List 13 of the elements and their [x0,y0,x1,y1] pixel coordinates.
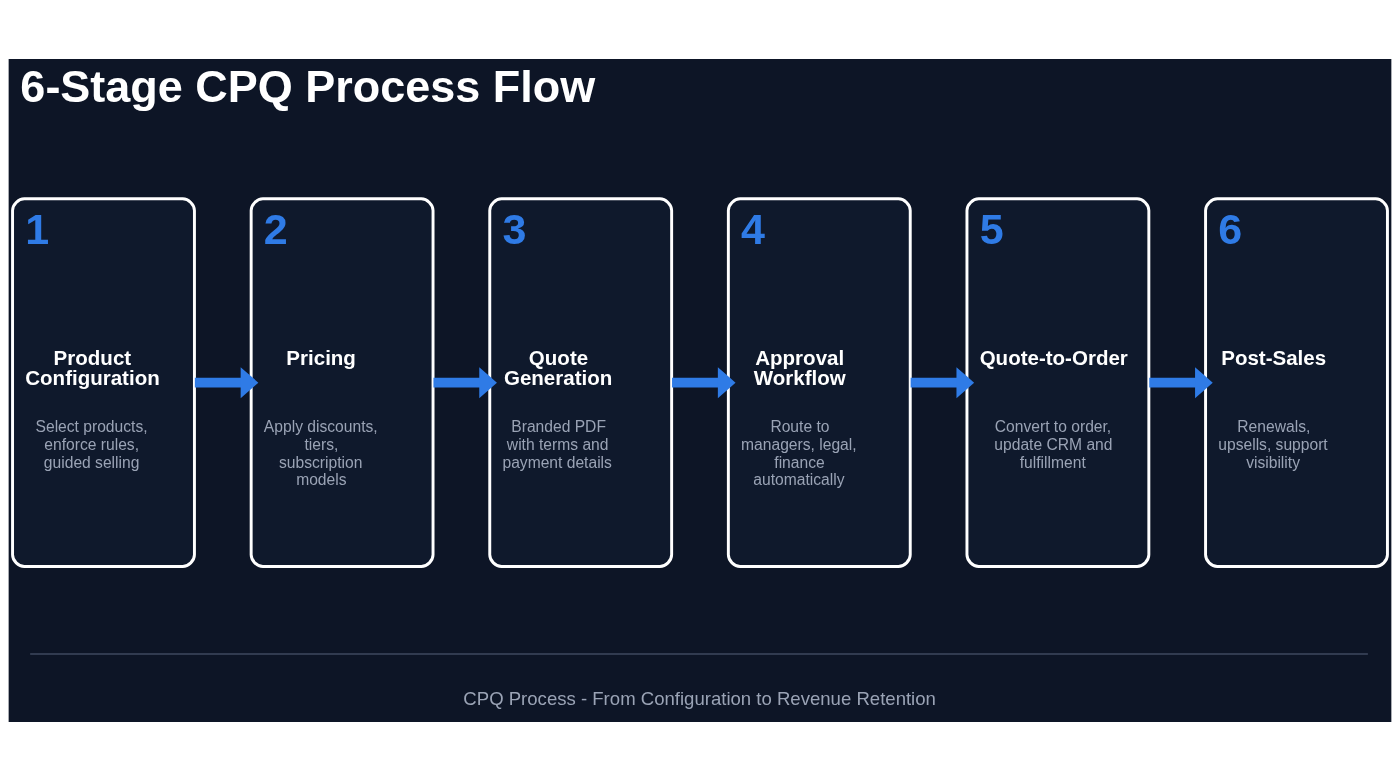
node-box: 5 Quote-to-Order Convert to order, update CRM and fulfillment [965,197,1151,568]
arrow [433,367,497,399]
diagram-title: 6-Stage CPQ Process Flow [20,61,596,113]
node-box: 3 Quote Generation Branded PDF with terms and payment details [488,197,674,568]
arrow [1149,367,1213,399]
arrow [910,367,975,399]
node-box: 4 Approval Workflow Route to managers, legal, finance automatically [726,197,912,568]
node-box: 2 Pricing Apply discounts, tiers, subscription models [249,197,435,568]
caption: CPQ Process - From Configuration to Revenue Retention [463,688,936,710]
arrow [672,367,736,399]
node-box: 6 Post-Sales Renewals, upsells, support visibility [1204,197,1389,568]
node-box: 1 Product Configuration Select products, enforce rules, guided selling [11,197,196,568]
arrow [194,367,259,399]
